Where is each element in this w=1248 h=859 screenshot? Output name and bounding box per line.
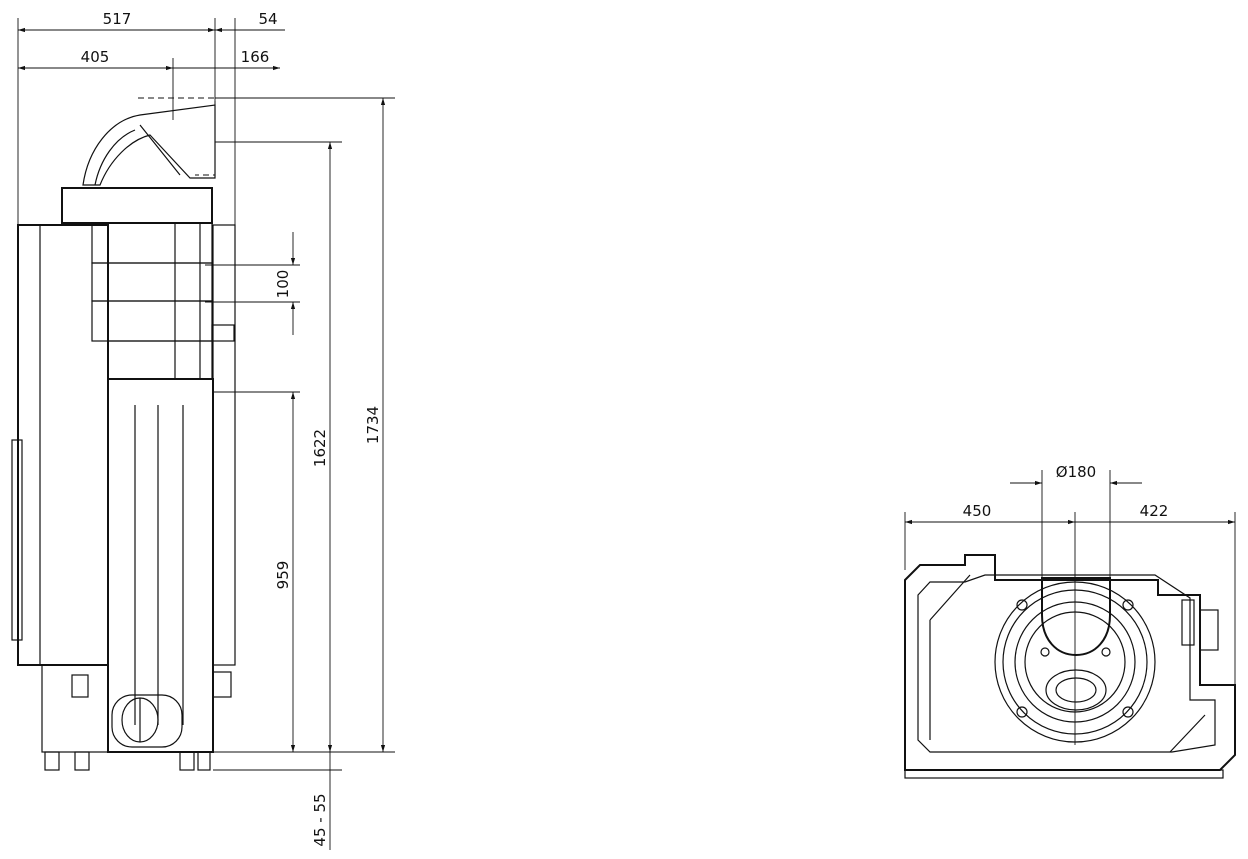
dim-feet-adjust: 45 - 55 [311,793,329,846]
dim-height-air-inlet: 959 [274,561,292,590]
side-view: 517 54 405 166 [11,10,395,850]
flue-collar-icon [1041,577,1111,657]
dim-pitch: 100 [274,270,292,299]
dim-width-total: 517 [103,10,132,28]
dim-height-flue-axis: 1622 [311,429,329,467]
dim-width-flue-axis: 405 [81,48,110,66]
dim-axis-to-right: 422 [1140,502,1169,520]
dim-height-total: 1734 [364,406,382,444]
dim-left-to-axis: 450 [963,502,992,520]
top-view: 450 422 Ø180 [904,463,1236,779]
dim-offset-top: 54 [258,10,277,28]
dim-flue-offset: 166 [241,48,270,66]
dim-flue-diameter: Ø180 [1056,463,1096,481]
